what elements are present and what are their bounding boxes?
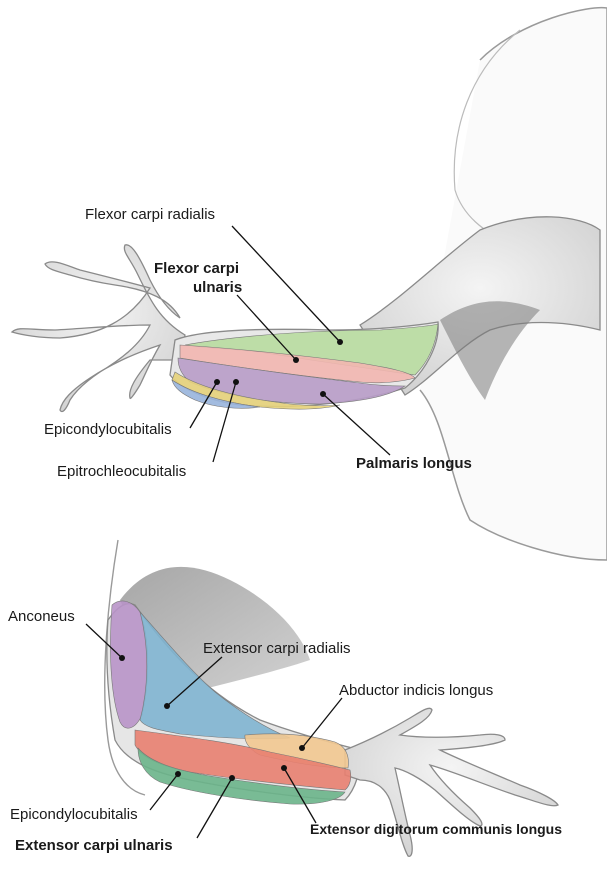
leader-flexor-carpi-radialis [232,226,340,342]
dot-anconeus [119,655,125,661]
label-epicondylocubitalis-lower: Epicondylocubitalis [10,806,138,824]
label-flexor-carpi-ulnaris-line1: Flexor carpi [154,260,239,278]
label-epitrochleocubitalis: Epitrochleocubitalis [57,463,186,481]
dot-extensor-carpi-radialis [164,703,170,709]
label-epicondylocubitalis-upper: Epicondylocubitalis [44,421,172,439]
dot-epicondylocubitalis-lower [175,771,181,777]
label-extensor-carpi-radialis: Extensor carpi radialis [203,640,351,658]
label-abductor-indicis-longus: Abductor indicis longus [339,682,493,700]
dot-flexor-carpi-radialis [337,339,343,345]
dot-palmaris-longus [320,391,326,397]
dot-flexor-carpi-ulnaris [293,357,299,363]
dot-extensor-digitorum-communis-longus [281,765,287,771]
leader-palmaris-longus [323,394,390,455]
label-anconeus: Anconeus [8,608,75,626]
dot-abductor-indicis-longus [299,745,305,751]
label-palmaris-longus: Palmaris longus [356,455,472,473]
label-flexor-carpi-ulnaris-line2: ulnaris [193,279,242,297]
dot-epicondylocubitalis [214,379,220,385]
label-extensor-digitorum-communis-longus: Extensor digitorum communis longus [310,820,562,838]
dot-extensor-carpi-ulnaris [229,775,235,781]
dot-epitrochleocubitalis [233,379,239,385]
label-extensor-carpi-ulnaris: Extensor carpi ulnaris [15,837,173,855]
label-flexor-carpi-radialis: Flexor carpi radialis [85,206,215,224]
